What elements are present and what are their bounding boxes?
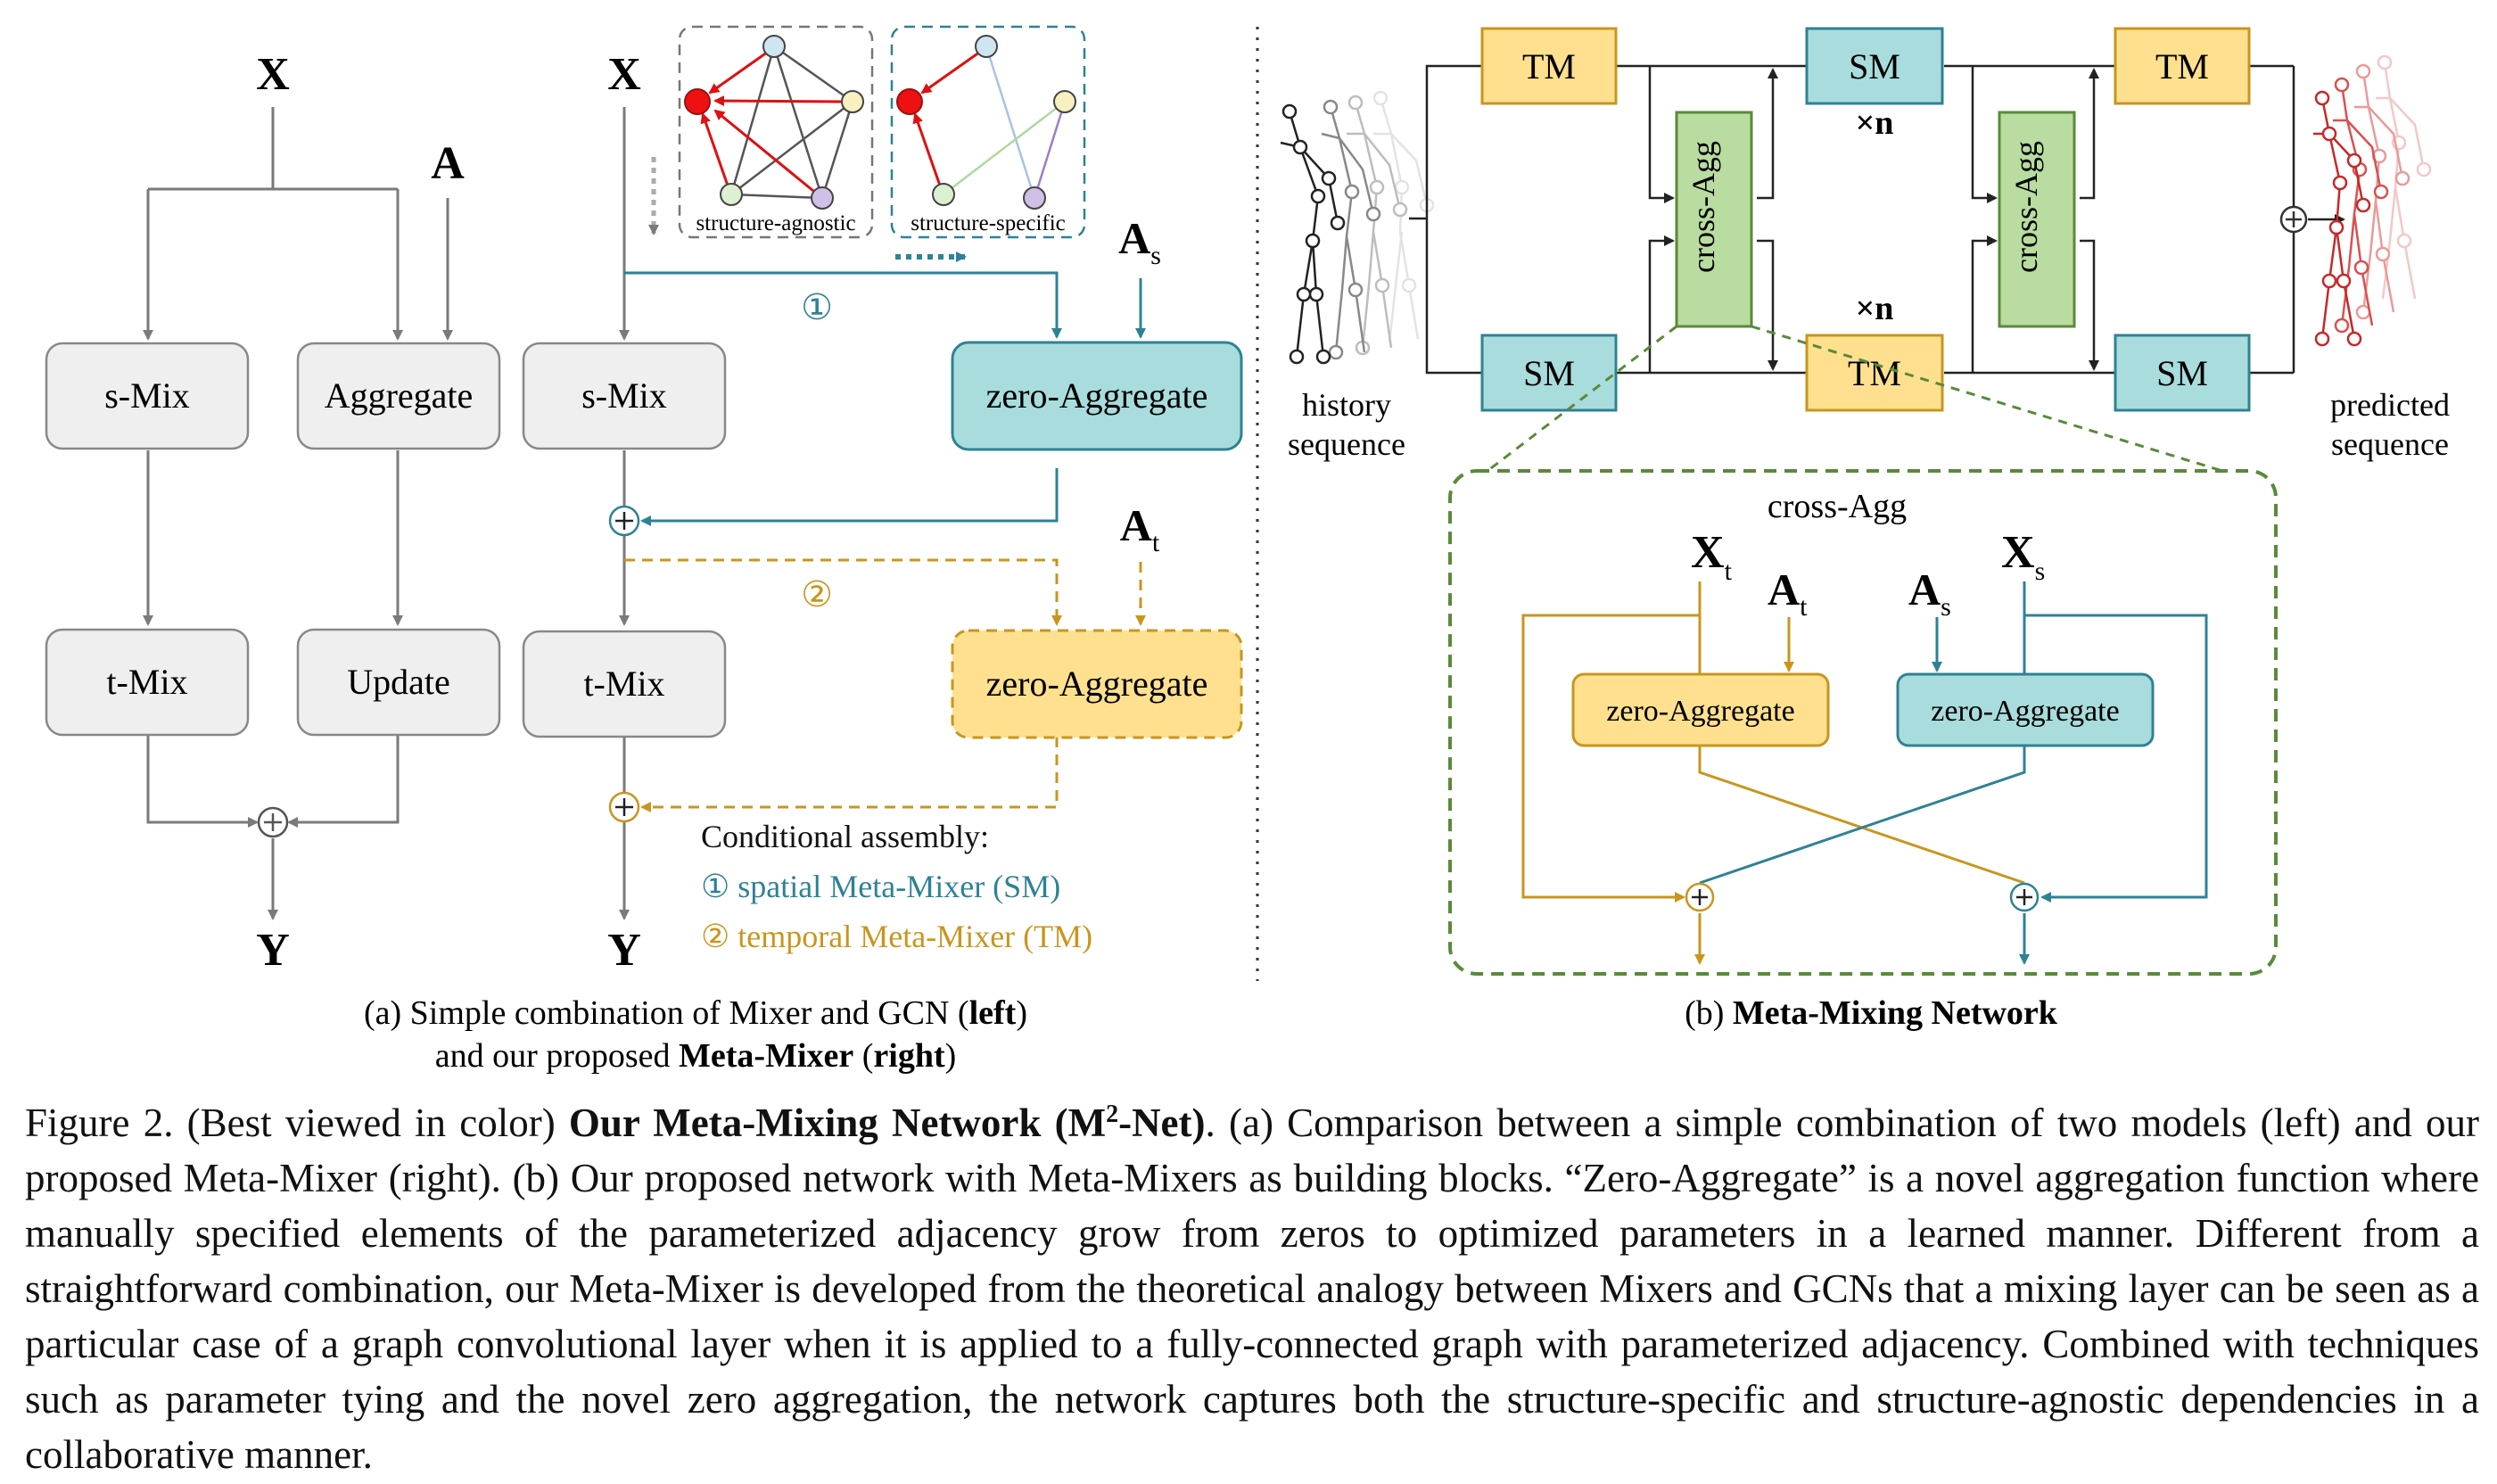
cross-agg-label-1: cross-Agg (1685, 141, 1721, 273)
caption-body: . (a) Comparison between a simple combin… (25, 1101, 2479, 1477)
left-s-mix-label: s-Mix (104, 375, 190, 416)
legend-item-2: ② temporal Meta-Mixer (TM) (701, 919, 1092, 954)
teal-path (624, 271, 1146, 526)
right-t-mix-box (522, 630, 727, 738)
tm-label-2: TM (1848, 353, 1901, 393)
cross-agg-label-2: cross-Agg (2008, 141, 2044, 273)
cross-agg-box-1 (1675, 111, 1753, 328)
left-update-label: Update (347, 662, 450, 702)
detail-x-t-label: Xt (1691, 527, 1733, 586)
zero-aggregate-spatial-box (951, 341, 1243, 451)
detail-a-s-label: As (1908, 565, 1951, 622)
left-x-label: X (256, 49, 290, 100)
history-label-line2: sequence (1288, 426, 1405, 462)
right-plus-node-teal (608, 505, 640, 537)
tm-box-1 (1480, 27, 1618, 105)
times-n-bottom: ×n (1856, 290, 1894, 327)
right-s-mix-label: s-Mix (581, 375, 667, 416)
zoom-line-left (1487, 325, 1677, 473)
left-a-label: A (431, 138, 465, 189)
zoom-line-right (1751, 325, 2223, 473)
history-skeleton-icon (1280, 90, 1435, 365)
graph-specific-label: structure-specific (911, 211, 1066, 235)
predicted-label-line2: sequence (2331, 426, 2449, 462)
detail-x-s-label: Xs (2001, 527, 2045, 586)
panel-a-caption-line1: (a) Simple combination of Mixer and GCN … (364, 994, 1027, 1032)
right-a-s-label: As (1118, 213, 1161, 270)
sm-label-3: SM (2156, 353, 2208, 393)
right-x-label: X (607, 49, 641, 100)
tm-box-2 (1805, 334, 1944, 412)
cross-agg-detail-title: cross-Agg (1768, 488, 1907, 525)
figure-caption: Figure 2. (Best viewed in color) Our Met… (25, 1095, 2479, 1482)
panel-a-caption-line2: and our proposed Meta-Mixer (right) (435, 1037, 957, 1075)
zero-aggregate-spatial-label: zero-Aggregate (986, 375, 1208, 416)
right-y-label: Y (607, 925, 641, 976)
left-plus-node (257, 806, 289, 838)
sm-box-2 (1805, 27, 1944, 105)
output-plus-node (2279, 205, 2308, 234)
left-t-mix-label: t-Mix (106, 662, 187, 702)
detail-plus-right (2009, 882, 2040, 912)
caption-label: Figure 2. (Best viewed in color) (25, 1101, 569, 1145)
detail-plus-left (1685, 882, 1715, 912)
right-a-t-label: At (1120, 500, 1160, 557)
panel-a-left: X A s-Mix Aggregate t-Mix Update Y (45, 49, 501, 976)
detail-teal-routes (1699, 581, 2208, 965)
detail-gold-routes (1521, 581, 2025, 965)
sm-label-1: SM (1523, 353, 1575, 393)
cross-agg-box-2 (1998, 111, 2076, 328)
marker-1: ① (801, 287, 833, 327)
panel-b: history sequence (1280, 27, 2450, 976)
times-n-top: ×n (1856, 104, 1894, 142)
predicted-label-line1: predicted (2330, 387, 2450, 423)
right-t-mix-label: t-Mix (583, 664, 664, 704)
detail-zero-agg-right-box (1896, 672, 2155, 747)
graph-structure-agnostic: structure-agnostic (678, 25, 874, 239)
sm-box-1 (1480, 334, 1618, 412)
legend-item-1: ① spatial Meta-Mixer (SM) (701, 869, 1060, 904)
detail-zero-agg-left-label: zero-Aggregate (1606, 695, 1794, 728)
detail-a-t-label: At (1768, 565, 1808, 622)
predicted-skeleton-icon (2313, 54, 2432, 347)
left-s-mix-box (45, 342, 250, 450)
panel-a-right: X structure-agnostic (522, 25, 1243, 976)
left-aggregate-box (296, 342, 501, 450)
history-label-line1: history (1302, 387, 1391, 423)
graph-agnostic-label: structure-agnostic (696, 211, 855, 235)
gold-path (624, 558, 1146, 812)
zero-aggregate-temporal-box (951, 629, 1243, 739)
graph-structure-specific: structure-specific (890, 25, 1086, 239)
marker-2: ② (801, 574, 833, 614)
tm-label-3: TM (2155, 46, 2209, 87)
detail-zero-agg-right-label: zero-Aggregate (1931, 695, 2119, 728)
tm-box-3 (2114, 27, 2251, 105)
sm-box-3 (2114, 334, 2251, 412)
left-aggregate-label: Aggregate (325, 375, 474, 416)
left-t-mix-box (45, 628, 250, 737)
right-plus-node-gold (608, 791, 640, 823)
caption-bold-title: Our Meta-Mixing Network (M2-Net) (568, 1101, 1206, 1145)
cross-agg-taps (1648, 66, 2099, 373)
panel-b-caption: (b) Meta-Mixing Network (1685, 994, 2058, 1032)
left-update-box (296, 628, 501, 737)
left-y-label: Y (256, 925, 290, 976)
right-s-mix-box (522, 342, 727, 450)
tm-label-1: TM (1522, 46, 1576, 87)
left-connectors (143, 107, 453, 920)
zero-aggregate-temporal-label: zero-Aggregate (986, 664, 1208, 704)
panel-b-connectors (1409, 64, 2345, 375)
sm-label-2: SM (1849, 46, 1900, 87)
legend-title: Conditional assembly: (701, 819, 989, 854)
detail-zero-agg-left-box (1571, 672, 1830, 747)
cross-agg-detail-box (1448, 469, 2278, 976)
